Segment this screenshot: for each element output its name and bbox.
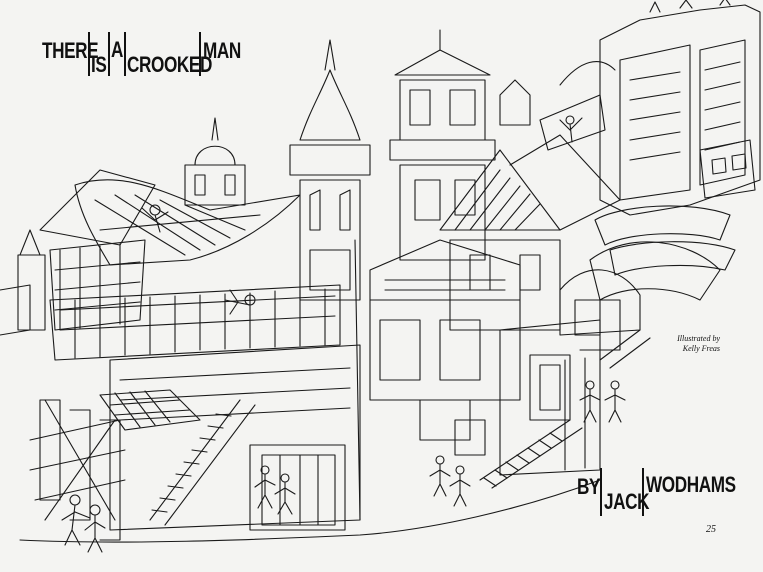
title-rule-3: [124, 32, 126, 76]
credit-line-2: Kelly Freas: [682, 344, 720, 353]
byline-last-name: WODHAMS: [646, 472, 736, 497]
byline-rule-2: [642, 468, 644, 516]
right-stair-houses: [479, 241, 721, 489]
byline-first-name: JACK: [604, 489, 650, 514]
title-rule-4: [199, 32, 201, 76]
skyline-right: [539, 0, 761, 276]
gothic-spire-tower: [289, 39, 371, 521]
title-rule-2: [108, 32, 110, 76]
central-pagoda-building: [49, 117, 361, 531]
title-word-crooked: CROOKED: [127, 52, 212, 77]
title-rule-1: [88, 32, 90, 76]
page-number: 25: [706, 524, 716, 535]
title-word-there: THERE: [42, 38, 99, 63]
left-stilt-house: [0, 169, 156, 541]
title-word-man: MAN: [203, 38, 241, 63]
credit-line-1: Illustrated by: [677, 334, 720, 343]
gabled-house: [369, 134, 621, 456]
byline-rule-1: [600, 468, 602, 516]
illustrator-credit: Illustrated by Kelly Freas: [660, 334, 720, 354]
crowd-figures: [61, 115, 626, 553]
title-word-is: IS: [91, 52, 107, 77]
watch-tower: [389, 29, 531, 261]
title-word-a: A: [111, 37, 124, 62]
byline-by: BY: [577, 474, 601, 499]
